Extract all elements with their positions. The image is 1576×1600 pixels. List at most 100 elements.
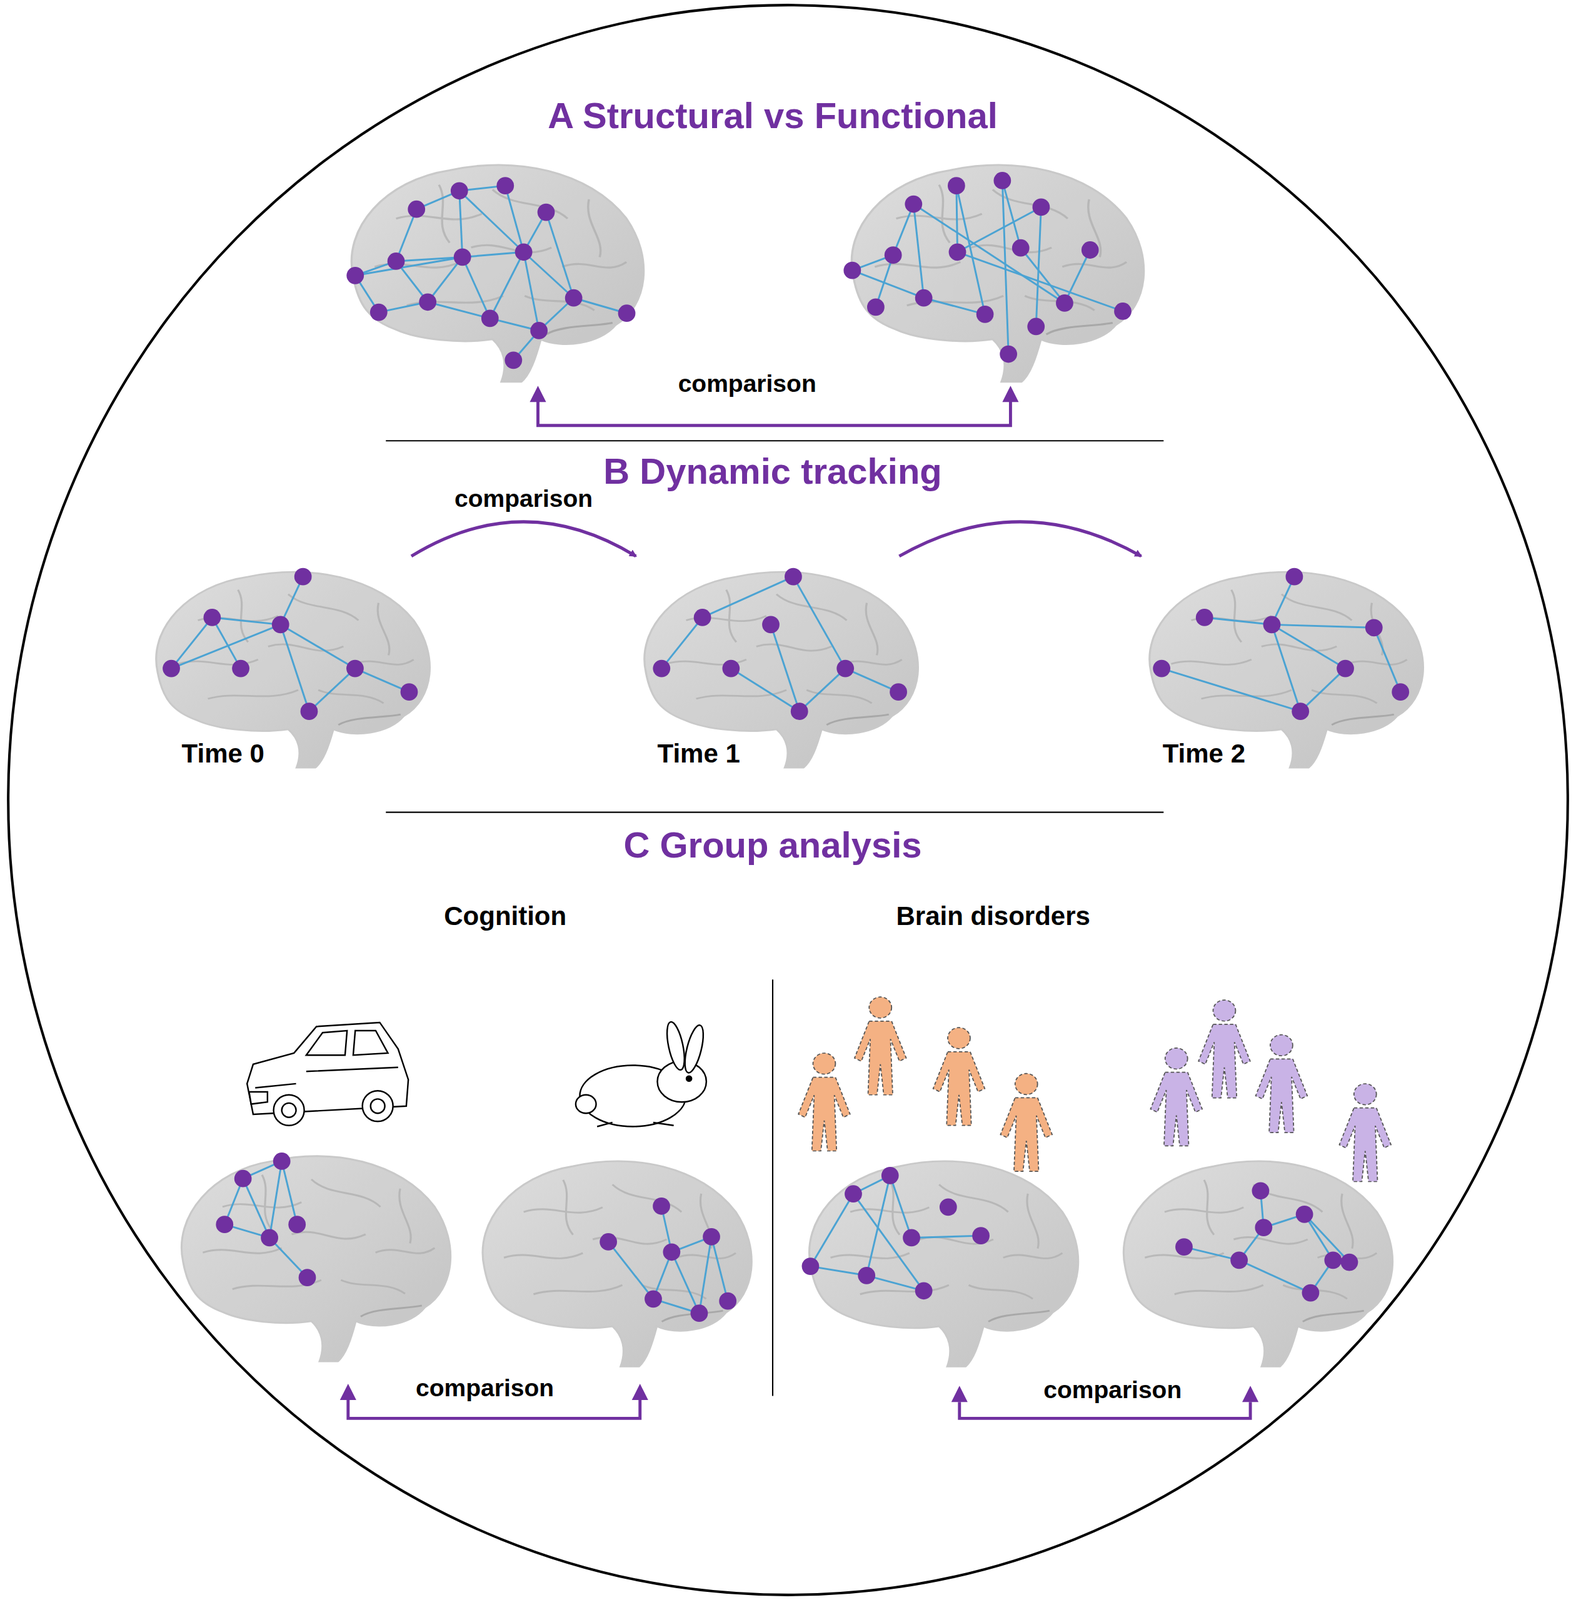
network-node <box>1336 660 1355 678</box>
network-link <box>1064 250 1091 304</box>
network-node <box>515 243 533 261</box>
group-label: Cognition <box>443 901 567 932</box>
section-heading: C Group analysis <box>623 824 922 867</box>
brain-image <box>1123 1161 1393 1368</box>
network-node <box>904 195 923 214</box>
network-link <box>913 204 924 299</box>
network-node <box>881 1167 899 1185</box>
arrowhead <box>632 1384 649 1401</box>
network-link <box>853 1194 924 1291</box>
network-node <box>215 1215 234 1234</box>
network-node <box>993 171 1011 190</box>
car-icon <box>273 1095 305 1126</box>
network-link <box>810 1194 854 1267</box>
network-node <box>450 181 469 200</box>
brain-network <box>1175 1182 1358 1302</box>
network-node <box>1055 294 1074 312</box>
network-link <box>243 1179 270 1239</box>
network-node <box>976 305 994 324</box>
network-link <box>212 617 281 625</box>
network-group <box>215 171 1358 1323</box>
network-node <box>902 1229 921 1248</box>
network-node <box>644 1290 663 1308</box>
network-node <box>1175 1238 1193 1256</box>
brain-image <box>482 1161 752 1368</box>
network-link <box>798 668 845 712</box>
brain-outline <box>132 556 439 771</box>
network-link <box>698 1237 712 1314</box>
network-node <box>1114 302 1132 321</box>
network-node <box>273 1152 291 1171</box>
outer-circle <box>8 5 1568 1596</box>
network-node <box>1291 702 1310 721</box>
arrowhead <box>340 385 1259 1403</box>
network-link <box>1161 668 1301 712</box>
network-node <box>481 310 499 328</box>
network-node <box>844 1185 863 1203</box>
time-label: Time 1 <box>657 738 740 769</box>
network-node <box>948 243 967 261</box>
network-link <box>280 624 310 712</box>
person-icon <box>1000 1074 1053 1173</box>
brain-image <box>1149 572 1424 769</box>
network-link <box>280 624 356 669</box>
network-link <box>711 1237 728 1302</box>
brain-network <box>346 176 636 369</box>
brain-network <box>162 568 418 721</box>
brain-network <box>843 171 1131 363</box>
comparison-bracket <box>538 400 1011 426</box>
network-node <box>722 660 740 678</box>
car-icon <box>248 1092 267 1105</box>
network-node <box>1230 1251 1248 1270</box>
divider <box>385 812 1164 814</box>
network-link <box>269 1161 282 1238</box>
network-link <box>355 256 462 276</box>
car-icon <box>281 1103 297 1118</box>
network-link <box>281 1161 297 1225</box>
network-node <box>1295 1205 1314 1224</box>
brain-image <box>351 165 644 383</box>
network-link <box>956 185 958 252</box>
person-icon <box>933 1027 986 1126</box>
network-node <box>884 246 903 264</box>
network-node <box>915 289 933 307</box>
network-node <box>802 1257 820 1276</box>
comparison-bracket <box>348 400 1251 1419</box>
brain-network <box>652 568 908 721</box>
network-node <box>565 289 583 307</box>
brain-group <box>181 165 1393 1368</box>
network-node <box>972 1227 990 1245</box>
network-link <box>852 270 924 299</box>
network-node <box>790 702 809 721</box>
network-link <box>1204 617 1273 625</box>
brain-image <box>644 572 919 769</box>
edge-label: comparison <box>451 485 596 514</box>
network-link <box>923 298 986 315</box>
network-node <box>346 660 364 678</box>
arrowhead <box>529 385 546 402</box>
brain-network <box>802 1167 990 1300</box>
network-node <box>999 345 1018 364</box>
arrowhead <box>951 1385 968 1403</box>
network-link <box>309 668 356 712</box>
network-link <box>1271 624 1346 669</box>
people-group <box>798 997 1391 1182</box>
car-icon <box>246 1022 409 1126</box>
network-link <box>1020 248 1065 304</box>
network-node <box>418 293 437 311</box>
comparison-arrow <box>411 521 636 557</box>
network-node <box>288 1215 306 1234</box>
person-icon <box>1150 1048 1203 1147</box>
network-link <box>911 1235 981 1238</box>
section-heading: A Structural vs Functional <box>547 94 998 137</box>
network-link <box>1300 668 1346 712</box>
network-node <box>702 1228 721 1246</box>
network-node <box>889 683 908 701</box>
person-icon <box>854 997 907 1096</box>
network-link <box>957 251 1123 312</box>
network-node <box>346 266 364 285</box>
person-icon <box>1255 1035 1308 1134</box>
arrowhead <box>1242 1385 1259 1403</box>
